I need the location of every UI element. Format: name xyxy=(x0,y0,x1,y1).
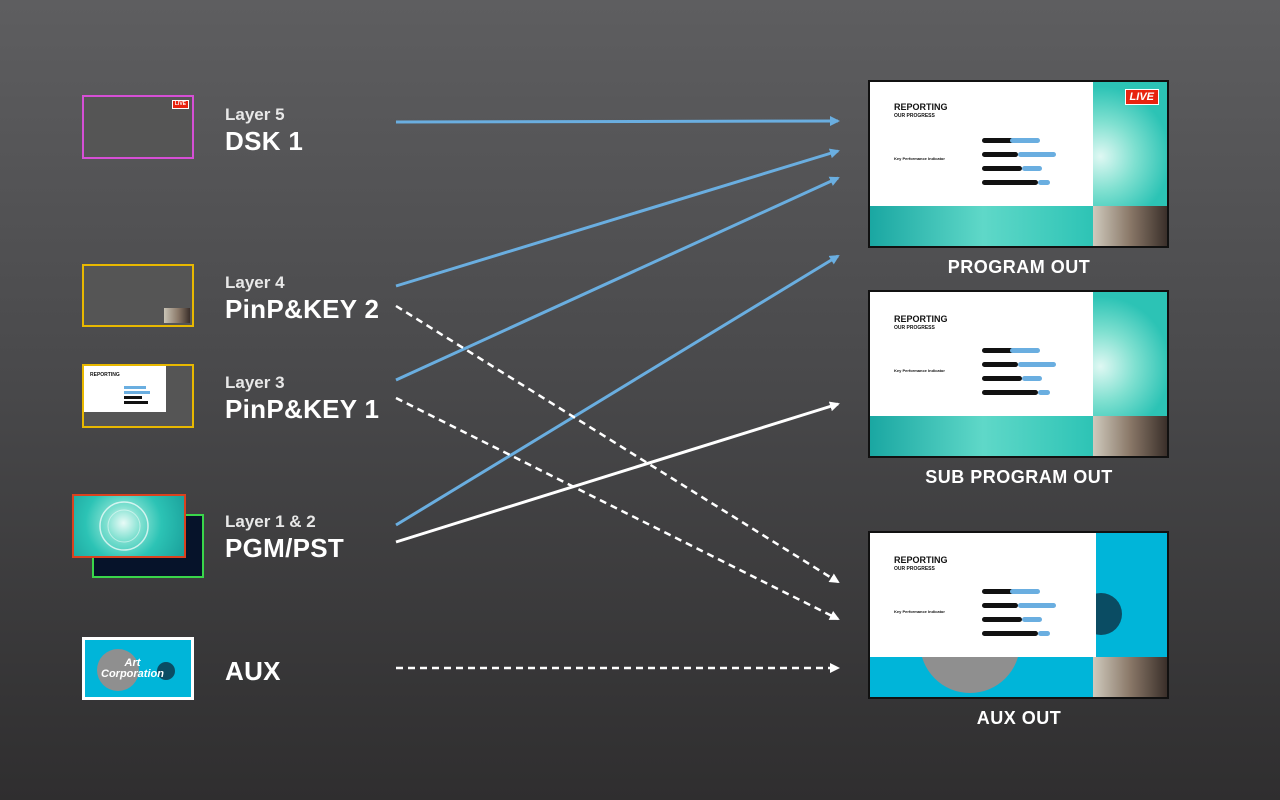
slide-subtitle: OUR PROGRESS xyxy=(894,566,935,572)
slide-title: REPORTING xyxy=(894,102,948,112)
presenter-inset xyxy=(1093,657,1167,697)
dsk1-name: DSK 1 xyxy=(225,126,304,156)
arrow-pinp1-to-aux xyxy=(395,396,840,621)
sub-program-out-label: SUB PROGRAM OUT xyxy=(925,467,1113,487)
layer12-label: Layer 1 & 2 xyxy=(225,512,316,531)
layer3-label: Layer 3 xyxy=(225,373,285,392)
pinp2-thumbnail xyxy=(82,264,194,327)
slide-subtitle: OUR PROGRESS xyxy=(894,325,935,331)
pgm-pst-name: PGM/PST xyxy=(225,533,345,563)
sub-program-out-monitor: REPORTING OUR PROGRESS Key Performance I… xyxy=(868,290,1169,458)
arrow-pinp1-to-program xyxy=(395,176,840,382)
layer5-label: Layer 5 xyxy=(225,105,285,124)
presenter-inset xyxy=(1093,416,1167,456)
aux-out-label: AUX OUT xyxy=(976,708,1062,728)
globe-graphic xyxy=(99,501,149,551)
kpi-heading: Key Performance Indicator xyxy=(894,156,945,161)
presenter-inset xyxy=(1093,206,1167,246)
program-out-monitor: REPORTING OUR PROGRESS Key Performance I… xyxy=(868,80,1169,248)
slide-mini: REPORTING xyxy=(84,366,166,412)
aux-logo-text: Art Corporation xyxy=(101,657,164,680)
arrow-dsk1-to-program xyxy=(395,116,840,127)
dsk1-thumbnail: LIVE xyxy=(82,95,194,159)
slide-title: REPORTING xyxy=(894,555,948,565)
arrow-pgm-to-sub-program xyxy=(395,401,840,544)
arrow-pinp2-to-aux xyxy=(395,304,840,584)
pinp2-name: PinP&KEY 2 xyxy=(225,294,380,324)
live-badge-small: LIVE xyxy=(171,100,189,109)
kpi-heading: Key Performance Indicator xyxy=(894,609,945,614)
pinp1-thumbnail: REPORTING xyxy=(82,364,194,428)
kpi-heading: Key Performance Indicator xyxy=(894,368,945,373)
layer4-label: Layer 4 xyxy=(225,273,285,292)
arrow-pgm-to-program xyxy=(395,254,840,527)
slide-subtitle: OUR PROGRESS xyxy=(894,113,935,119)
arrow-pinp2-to-program xyxy=(395,148,840,288)
slide-title: REPORTING xyxy=(894,314,948,324)
pinp1-name: PinP&KEY 1 xyxy=(225,394,380,424)
live-badge: LIVE xyxy=(1124,89,1159,105)
aux-thumbnail: Art Corporation xyxy=(82,637,194,700)
pgm-thumbnail xyxy=(72,494,186,558)
presenter-inset-icon xyxy=(164,308,190,323)
aux-name: AUX xyxy=(225,656,281,686)
aux-out-monitor: REPORTING OUR PROGRESS Key Performance I… xyxy=(868,531,1169,699)
program-out-label: PROGRAM OUT xyxy=(947,257,1091,277)
